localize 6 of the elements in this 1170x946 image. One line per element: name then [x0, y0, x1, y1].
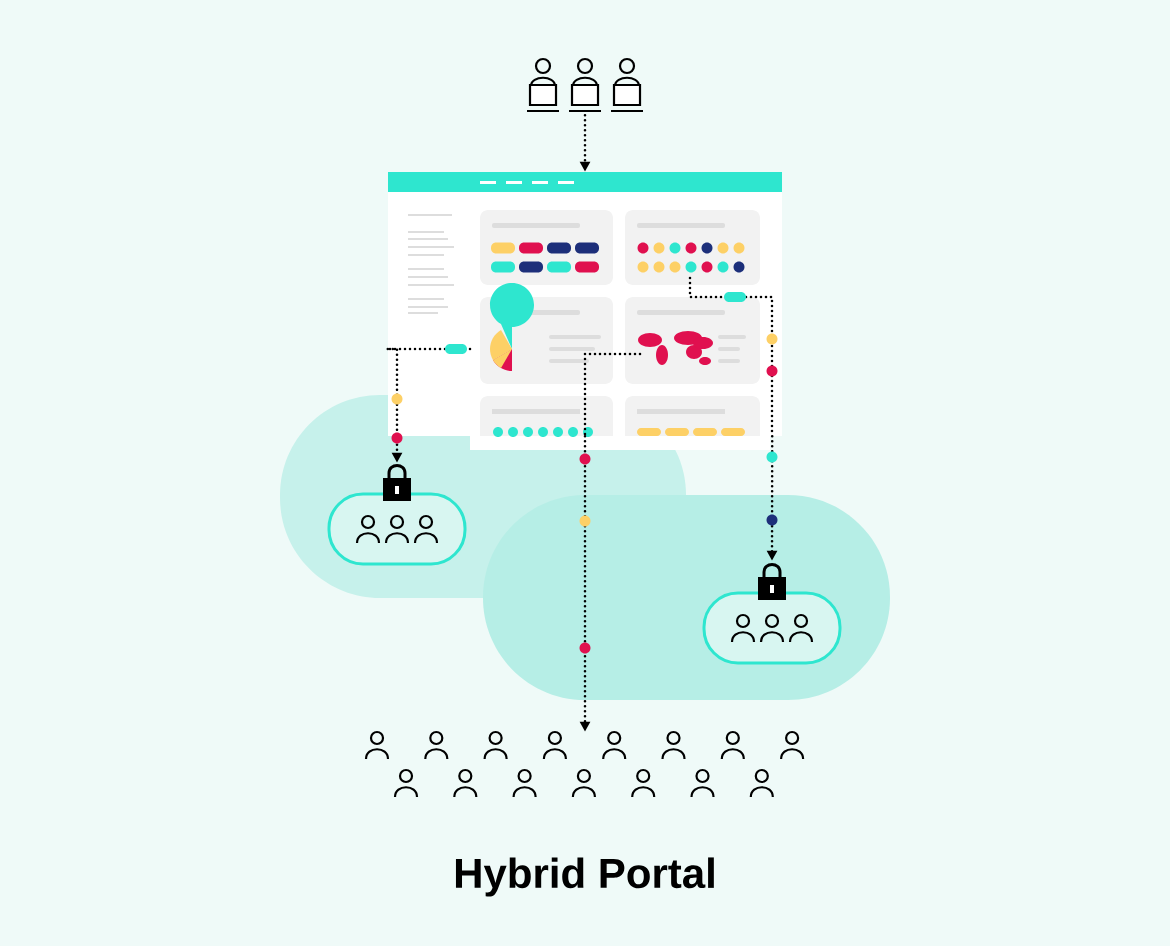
locked-user-group-drawing [327, 464, 467, 566]
dashboard-drawing [386, 172, 782, 450]
title: Hybrid Portal [455, 857, 714, 897]
people-at-laptops-drawing [527, 57, 643, 113]
locked-user-group-drawing [702, 563, 842, 665]
user-crowd-drawing [364, 730, 805, 798]
